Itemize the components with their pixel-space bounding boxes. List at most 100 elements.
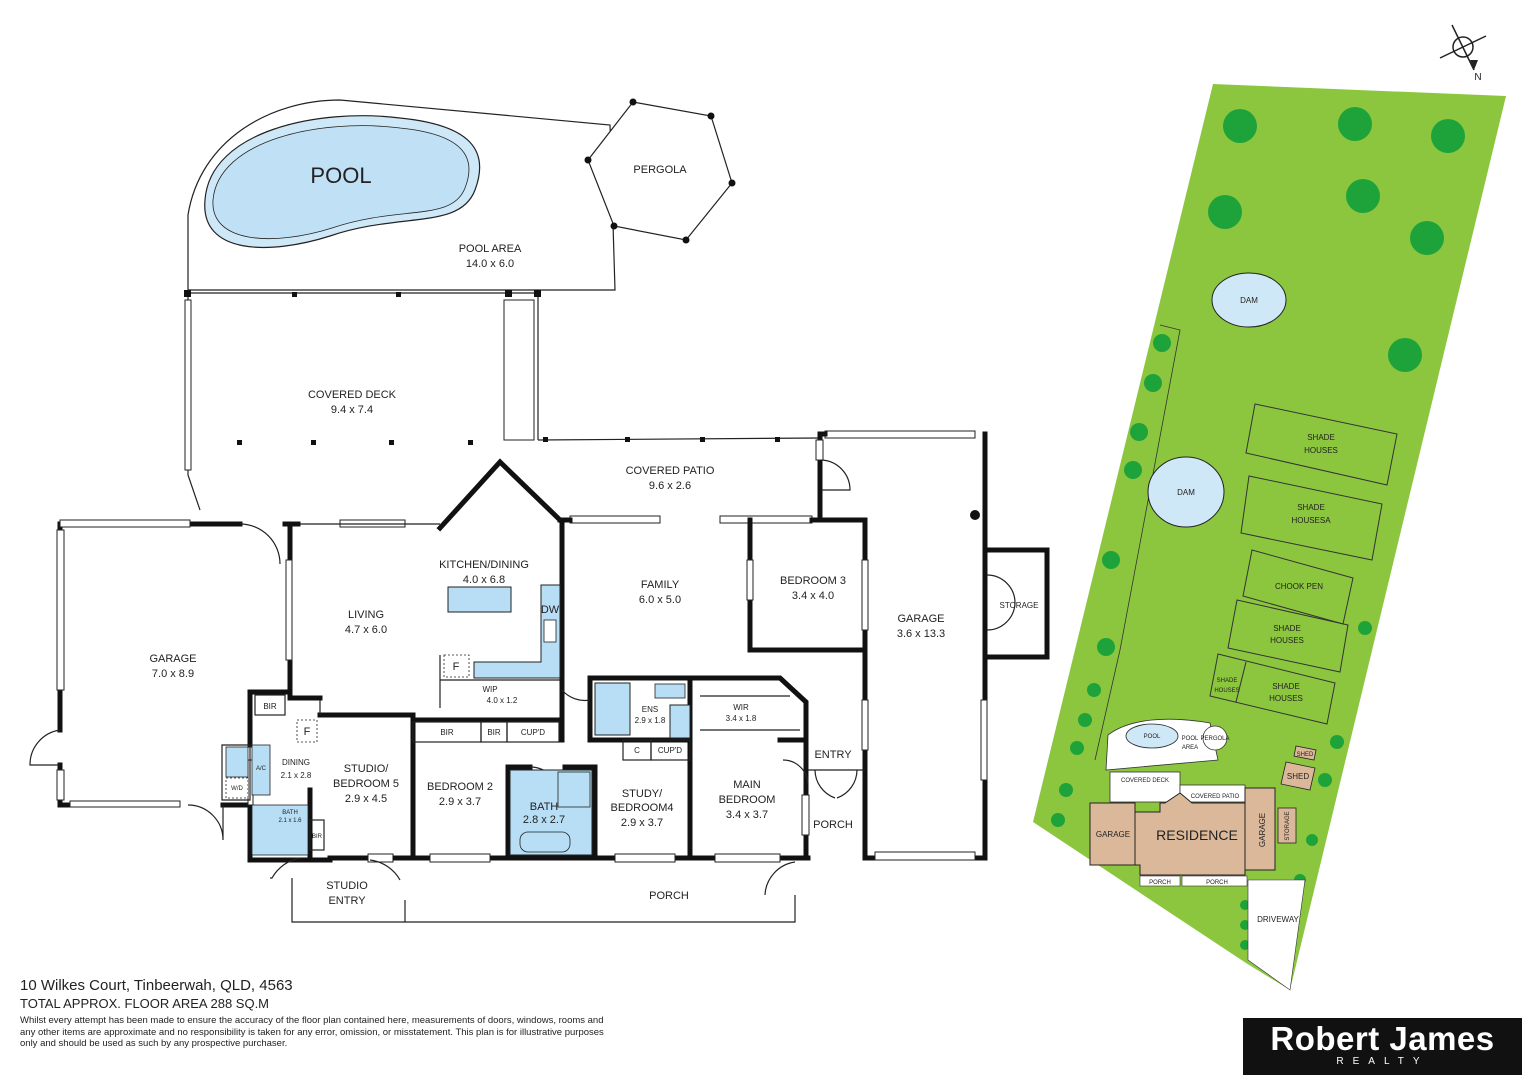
dam-2 [1147,456,1225,528]
svg-text:SHADE: SHADE [1272,682,1300,691]
bir3-label: BIR [487,728,501,737]
wir-size: 3.4 x 1.8 [726,714,757,723]
wd-label: W/D [231,786,243,792]
bir4-label: BIR [312,834,323,840]
dw-label: DW [541,604,560,616]
svg-text:COVERED DECK: COVERED DECK [1121,778,1169,784]
dining-size: 2.1 x 2.8 [281,771,312,780]
north-arrow-icon: N [1439,24,1487,83]
entry-label: ENTRY [814,749,852,761]
svg-text:HOUSES: HOUSES [1270,636,1304,645]
living-size: 4.7 x 6.0 [345,624,387,636]
porch-front-label: PORCH [649,890,689,902]
study-label2: BEDROOM4 [611,802,674,814]
study-label1: STUDY/ [622,788,663,800]
svg-text:SHADE: SHADE [1307,433,1335,442]
svg-text:SHED: SHED [1287,772,1309,781]
bedroom2-size: 2.9 x 3.7 [439,796,481,808]
studio-entry-label2: ENTRY [328,895,366,907]
logo-name: Robert James [1270,1020,1495,1057]
studio-entry-label1: STUDIO [326,880,368,892]
footer: 10 Wilkes Court, Tinbeerwah, QLD, 4563 T… [20,977,660,1050]
svg-text:HOUSESA: HOUSESA [1291,516,1331,525]
svg-text:HOUSES: HOUSES [1269,694,1303,703]
svg-text:SHADE: SHADE [1273,624,1301,633]
studio-label2: BEDROOM 5 [333,778,399,790]
svg-text:PORCH: PORCH [1149,880,1171,886]
site-trees [1051,107,1465,950]
fridge2-label: F [304,726,311,738]
storage-label: STORAGE [1000,601,1039,610]
bedroom3-size: 3.4 x 4.0 [792,590,834,602]
svg-text:HOUSES: HOUSES [1214,688,1239,694]
bath-size: 2.8 x 2.7 [523,814,565,826]
covered-patio-size: 9.6 x 2.6 [649,480,691,492]
kitchen-bench [473,584,561,679]
svg-text:PERGOLA: PERGOLA [1200,736,1229,742]
svg-text:GARAGE: GARAGE [1096,830,1130,839]
bath-small-label: BATH [282,810,298,816]
pool-label: POOL [310,163,371,188]
wip-label: WIP [482,685,497,694]
living-label: LIVING [348,609,384,621]
main-bedroom-label1: MAIN [733,779,761,791]
covered-patio-label: COVERED PATIO [626,465,715,477]
covered-deck-size: 9.4 x 7.4 [331,404,373,416]
svg-text:GARAGE: GARAGE [1258,813,1267,847]
dam2-label: DAM [1177,488,1195,497]
pool-area-label: POOL AREA [459,243,522,255]
ac-label: A/C [256,766,267,772]
svg-text:SHED: SHED [1297,752,1314,758]
site-driveway [1247,879,1306,991]
robert-james-logo: Robert James REALTY [1243,1018,1522,1075]
cupd1-label: CUP'D [521,728,545,737]
main-walls [29,430,1050,923]
bath-small-size: 2.1 x 1.6 [278,818,302,824]
main-bedroom-size: 3.4 x 3.7 [726,809,768,821]
bedroom3-label: BEDROOM 3 [780,575,846,587]
ens-size: 2.9 x 1.8 [635,716,666,725]
garage-right-size: 3.6 x 13.3 [897,628,945,640]
svg-text:CHOOK PEN: CHOOK PEN [1275,582,1323,591]
svg-text:PORCH: PORCH [1206,880,1228,886]
svg-text:SHADE: SHADE [1217,678,1238,684]
garage-left-label: GARAGE [149,653,196,665]
pool-area-outline [187,99,616,291]
wip-size: 4.0 x 1.2 [487,696,518,705]
studio-size: 2.9 x 4.5 [345,793,387,805]
fridge-label: F [453,661,460,673]
dam1-label: DAM [1240,296,1258,305]
dam-1 [1211,272,1287,328]
north-label: N [1474,72,1481,83]
study-size: 2.9 x 3.7 [621,817,663,829]
svg-text:AREA: AREA [1182,745,1198,751]
ens-shower [594,682,631,736]
svg-text:POOL: POOL [1144,734,1161,740]
cupd2-label: CUP'D [658,746,682,755]
address: 10 Wilkes Court, Tinbeerwah, QLD, 4563 [20,977,293,994]
kitchen-label: KITCHEN/DINING [439,559,529,571]
bir2-label: BIR [440,728,454,737]
logo-sub: REALTY [1336,1056,1429,1067]
pergola-label: PERGOLA [633,164,687,176]
bir1-label: BIR [263,702,277,711]
pool-area-size: 14.0 x 6.0 [466,258,514,270]
svg-text:RESIDENCE: RESIDENCE [1156,827,1238,843]
covered-deck-label: COVERED DECK [308,389,397,401]
bath-label: BATH [530,801,559,813]
kitchen-island [447,586,512,613]
porch-right-label: PORCH [813,819,853,831]
family-size: 6.0 x 5.0 [639,594,681,606]
disclaimer: Whilst every attempt has been made to en… [20,1015,604,1049]
svg-text:HOUSES: HOUSES [1304,446,1338,455]
svg-text:COVERED PATIO: COVERED PATIO [1191,794,1240,800]
shade-houses [1209,403,1398,725]
garage-left-size: 7.0 x 8.9 [152,668,194,680]
wir-label: WIR [733,703,749,712]
kitchen-size: 4.0 x 6.8 [463,574,505,586]
svg-text:POOL: POOL [1182,736,1199,742]
garage-right-label: GARAGE [897,613,944,625]
floor-area: TOTAL APPROX. FLOOR AREA 288 SQ.M [20,996,270,1011]
svg-text:DRIVEWAY: DRIVEWAY [1257,915,1299,924]
